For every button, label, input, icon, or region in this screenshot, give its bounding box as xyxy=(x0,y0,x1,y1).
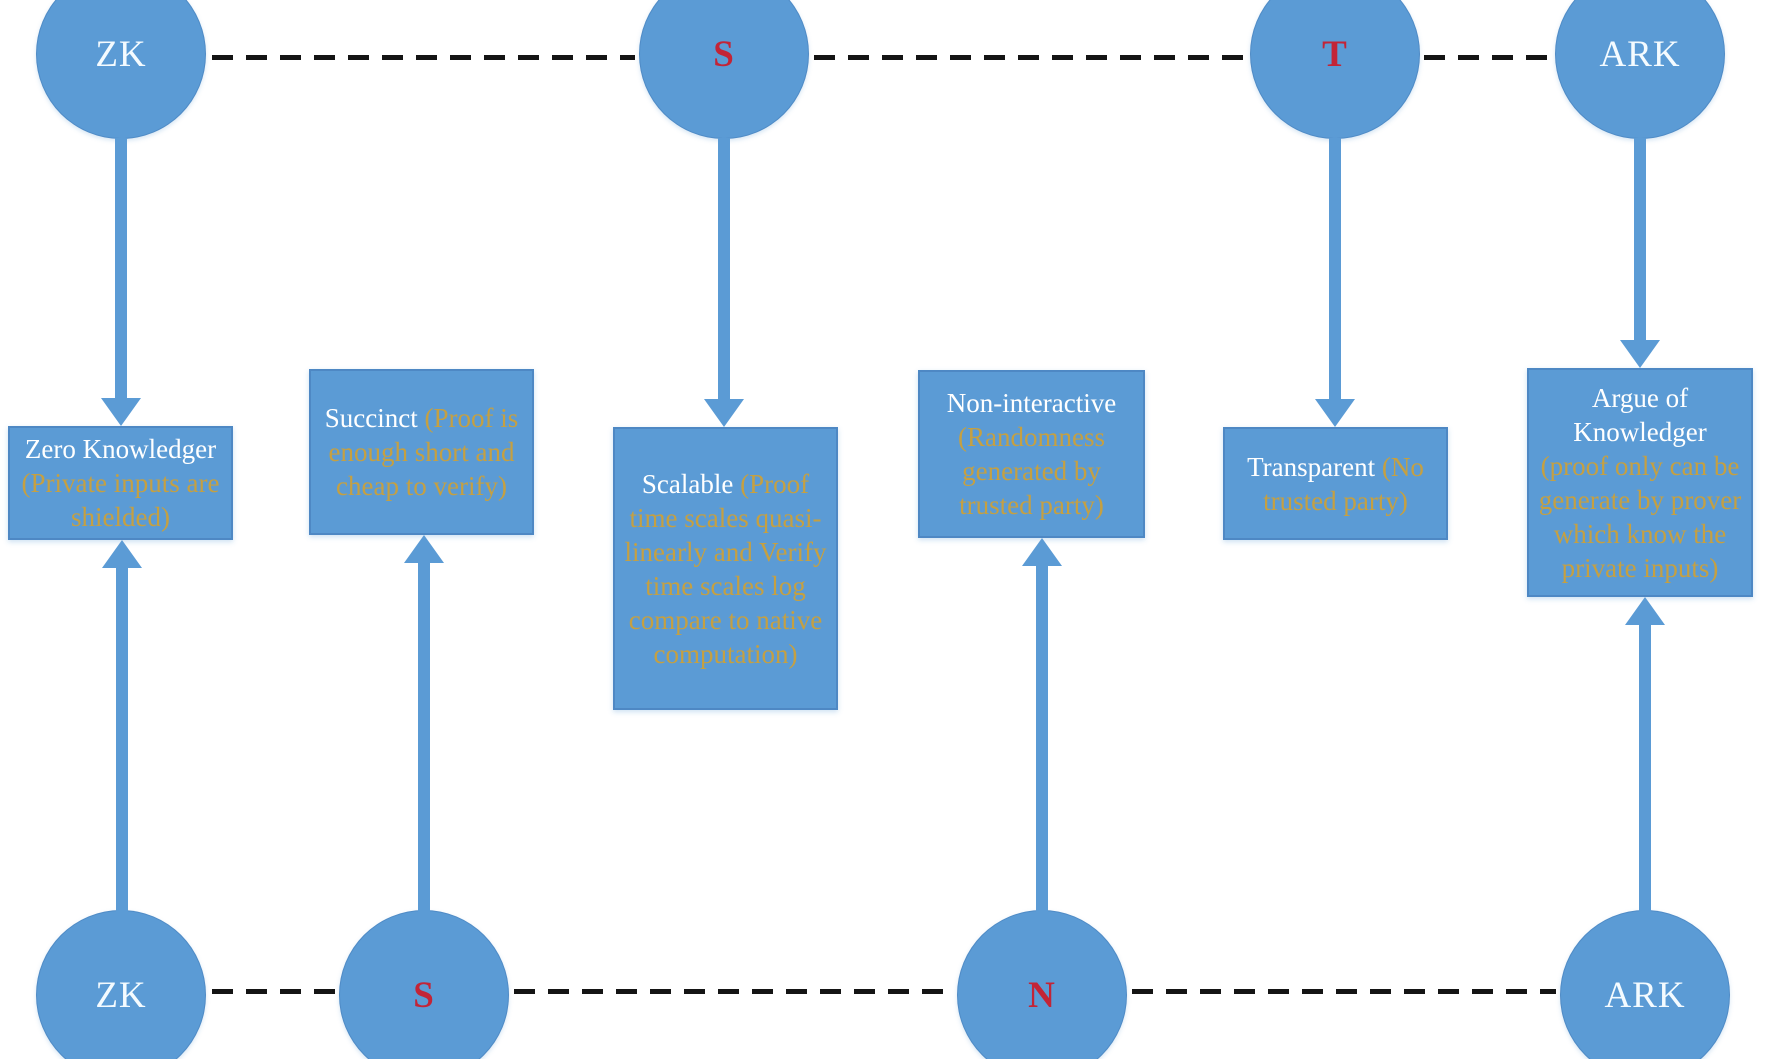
node-zk-bottom: ZK xyxy=(36,910,206,1059)
box-non-interactive: Non-interactive (Randomness generated by… xyxy=(918,370,1145,538)
node-s-top-label: S xyxy=(713,33,735,75)
arrow-shaft xyxy=(718,138,730,401)
box-zero-knowledge: Zero Knowledger (Private inputs are shie… xyxy=(8,426,233,540)
arrow-s-top-down xyxy=(704,138,744,427)
arrowhead-down-icon xyxy=(1315,399,1355,427)
box-transparent: Transparent (No trusted party) xyxy=(1223,427,1448,540)
node-zk-top-label: ZK xyxy=(95,33,147,75)
node-s-bottom: S xyxy=(339,910,509,1059)
box-succinct-term: Succinct xyxy=(324,403,425,433)
node-s-bottom-label: S xyxy=(413,974,435,1016)
box-zero-knowledge-detail: (Private inputs are shielded) xyxy=(21,468,220,532)
dashed-connector-top-1 xyxy=(212,55,635,60)
dashed-connector-bottom-2 xyxy=(514,989,953,994)
arrowhead-up-icon xyxy=(404,535,444,563)
box-argue-of-knowledge-detail: (proof only can be generate by prover wh… xyxy=(1538,450,1742,583)
node-ark-top-label: ARK xyxy=(1599,33,1681,75)
box-non-interactive-detail: (Randomness generated by trusted party) xyxy=(958,422,1105,520)
arrow-ark-top-down xyxy=(1620,138,1660,368)
arrow-ark-bottom-up xyxy=(1625,597,1665,912)
arrowhead-up-icon xyxy=(102,540,142,568)
box-scalable-term: Scalable xyxy=(641,468,741,499)
dashed-connector-top-2 xyxy=(814,55,1246,60)
arrow-shaft xyxy=(115,138,127,400)
node-s-top: S xyxy=(639,0,809,139)
arrow-shaft xyxy=(1639,623,1651,912)
box-argue-of-knowledge-term: Argue of Knowledger xyxy=(1573,382,1707,447)
node-n-bottom: N xyxy=(957,910,1127,1059)
dashed-connector-top-3 xyxy=(1424,55,1552,60)
arrow-t-top-down xyxy=(1315,138,1355,427)
box-non-interactive-term: Non-interactive xyxy=(946,388,1117,418)
dashed-connector-bottom-3 xyxy=(1132,989,1556,994)
arrowhead-down-icon xyxy=(1620,340,1660,368)
node-t-top-label: T xyxy=(1322,33,1348,75)
box-succinct-detail: (Proof is enough short and cheap to veri… xyxy=(328,403,519,501)
box-scalable-detail: (Proof time scales quasi-linearly and Ve… xyxy=(624,468,827,669)
box-argue-of-knowledge: Argue of Knowledger (proof only can be g… xyxy=(1527,368,1753,597)
node-t-top: T xyxy=(1250,0,1420,139)
arrowhead-up-icon xyxy=(1022,538,1062,566)
arrow-shaft xyxy=(116,566,128,912)
arrowhead-down-icon xyxy=(101,398,141,426)
arrow-s-bottom-up xyxy=(404,535,444,912)
node-n-bottom-label: N xyxy=(1028,974,1056,1016)
arrow-shaft xyxy=(1634,138,1646,342)
node-ark-bottom: ARK xyxy=(1560,910,1730,1059)
node-ark-top: ARK xyxy=(1555,0,1725,139)
arrow-zk-top-down xyxy=(101,138,141,426)
box-succinct: Succinct (Proof is enough short and chea… xyxy=(309,369,534,535)
arrowhead-down-icon xyxy=(704,399,744,427)
arrow-n-bottom-up xyxy=(1022,538,1062,912)
box-zero-knowledge-term: Zero Knowledger xyxy=(24,434,217,464)
arrowhead-up-icon xyxy=(1625,597,1665,625)
arrow-shaft xyxy=(418,561,430,912)
node-zk-bottom-label: ZK xyxy=(95,974,147,1016)
box-transparent-term: Transparent xyxy=(1247,451,1382,482)
box-scalable: Scalable (Proof time scales quasi-linear… xyxy=(613,427,838,710)
node-ark-bottom-label: ARK xyxy=(1604,974,1686,1016)
dashed-connector-bottom-1 xyxy=(212,989,335,994)
arrow-zk-bottom-up xyxy=(102,540,142,912)
arrow-shaft xyxy=(1036,564,1048,912)
box-transparent-detail: (No trusted party) xyxy=(1263,451,1424,516)
node-zk-top: ZK xyxy=(36,0,206,139)
arrow-shaft xyxy=(1329,138,1341,401)
